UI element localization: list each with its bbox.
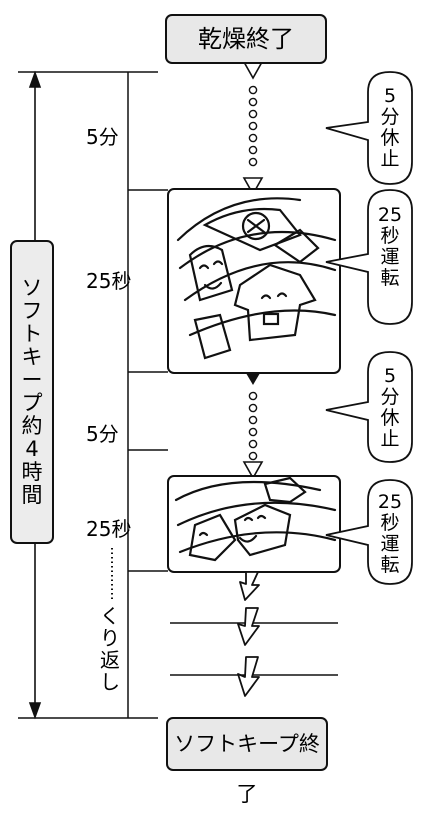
bubble-1-text: 5 分 休 止 <box>370 86 410 170</box>
bubble-char: 2 <box>377 491 390 513</box>
bubble-char: 分 <box>380 106 400 128</box>
bubble-char: 転 <box>380 267 400 289</box>
side-char: ト <box>21 322 43 346</box>
bubble-char: 分 <box>380 386 400 408</box>
side-char: フ <box>21 299 43 323</box>
tumbling-clothes-illustration-1 <box>167 188 341 374</box>
side-char: ソ <box>21 276 43 300</box>
softkeep-end-label: ソフトキープ終了 <box>174 732 320 806</box>
bubble-char: 5 <box>383 365 397 387</box>
diagram-lines <box>18 61 413 720</box>
bubble-2 <box>325 189 413 325</box>
drying-end-box: 乾燥終了 <box>165 14 327 64</box>
bubble-char: 止 <box>380 148 400 170</box>
bubble-3 <box>325 351 413 463</box>
repeat-char: く <box>100 604 120 628</box>
bubble-char: 5 <box>390 204 403 226</box>
bubble-char: 休 <box>380 127 400 149</box>
repeat-char: 返 <box>100 648 120 672</box>
bubble-char: 2 <box>377 204 390 226</box>
bubble-char: 運 <box>380 246 400 268</box>
side-char: ー <box>21 368 43 392</box>
bubble-char: 秒 <box>380 225 400 247</box>
side-char: 間 <box>21 483 43 507</box>
interval-rest-1: 5分 <box>86 125 119 149</box>
interval-rest-2: 5分 <box>86 422 119 446</box>
bubble-char: 5 <box>390 491 403 513</box>
bubble-char: 秒 <box>380 512 400 534</box>
side-char: 4 <box>25 437 39 461</box>
repeat-label: く り 返 し <box>98 605 122 693</box>
side-char: 時 <box>21 460 43 484</box>
tumbling-clothes-illustration-2 <box>167 475 341 573</box>
dot-chain-1 <box>248 85 258 167</box>
curved-arrow-2 <box>237 607 260 646</box>
dot-chain-2 <box>248 391 258 461</box>
repeat-char: し <box>100 670 120 694</box>
side-char: 約 <box>21 414 43 438</box>
side-char: キ <box>21 345 43 369</box>
interval-run-2: 25秒 <box>86 517 132 541</box>
arrow-down-open-2 <box>242 177 264 196</box>
side-char: プ <box>21 391 43 415</box>
bubble-4-text: 25 秒 運 転 <box>370 492 410 576</box>
arrow-down-open-1 <box>242 61 264 80</box>
softkeep-duration-box: ソ フ ト キ ー プ 約 4 時 間 <box>10 240 54 544</box>
bubble-1 <box>325 71 413 185</box>
bubble-char: 運 <box>380 533 400 555</box>
curved-arrow-3 <box>237 656 260 697</box>
bubble-2-text: 25 秒 運 転 <box>370 205 410 289</box>
bubble-char: 休 <box>380 407 400 429</box>
bubble-char: 5 <box>383 85 397 107</box>
bubble-char: 転 <box>380 554 400 576</box>
interval-run-1: 25秒 <box>86 269 132 293</box>
drying-end-label: 乾燥終了 <box>198 25 294 53</box>
bubble-4 <box>325 479 413 585</box>
curved-arrow-1 <box>239 571 260 601</box>
bubble-3-text: 5 分 休 止 <box>370 366 410 450</box>
bubble-char: 止 <box>380 428 400 450</box>
softkeep-end-box: ソフトキープ終了 <box>166 717 328 806</box>
repeat-char: り <box>100 626 120 650</box>
arrow-down-open-3 <box>242 461 264 480</box>
